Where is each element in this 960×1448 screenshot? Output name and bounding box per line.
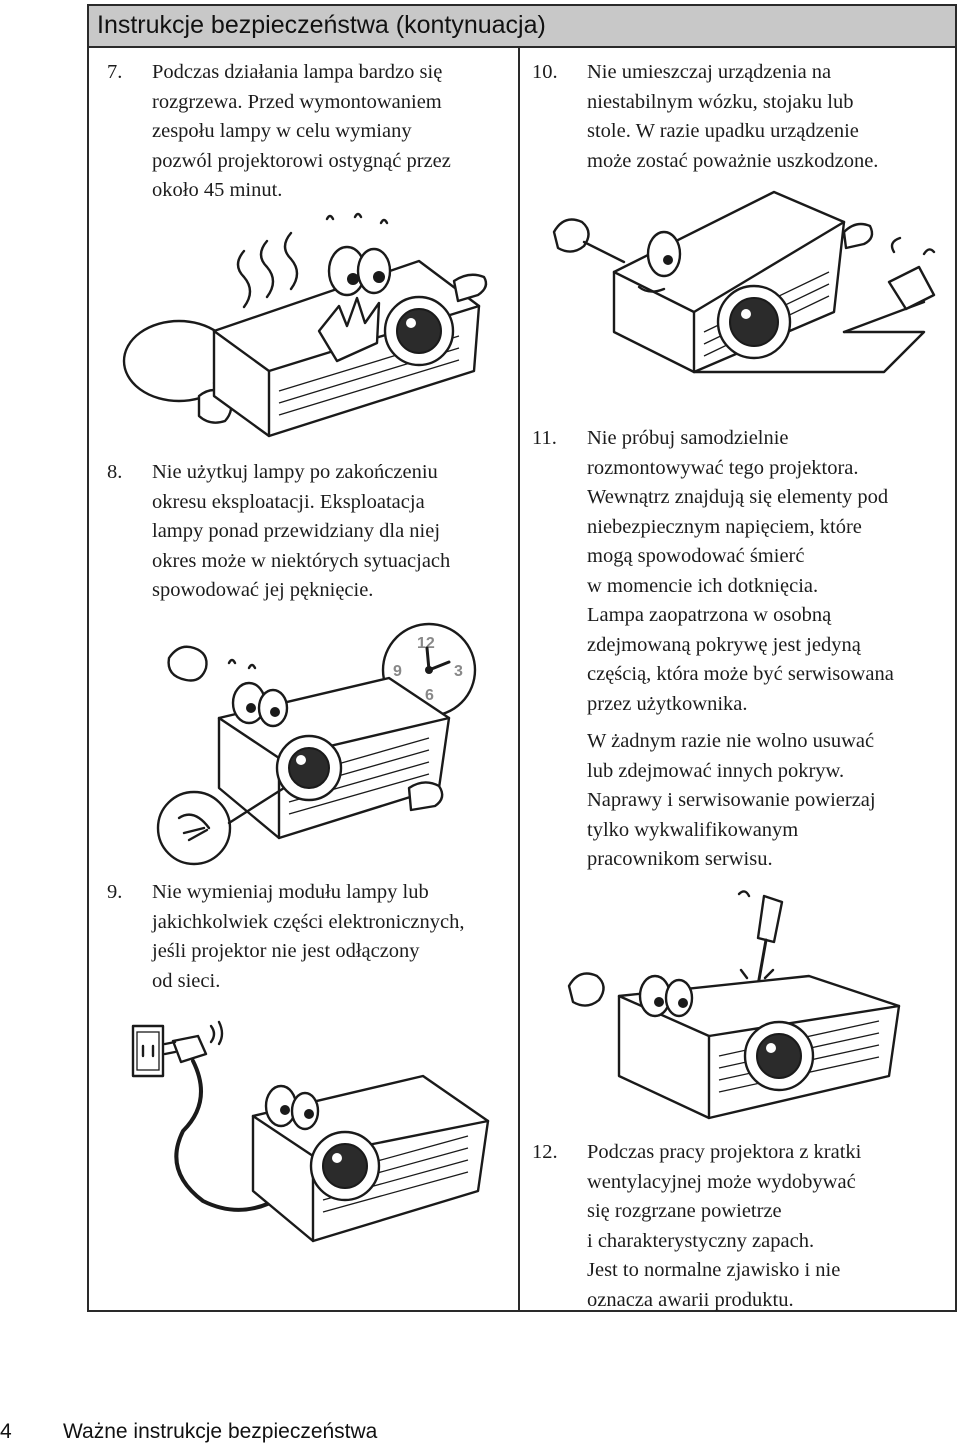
item-text-line: lampy ponad przewidziany dla niej (152, 520, 441, 542)
item-text-line: Jest to normalne zjawisko i nie (587, 1259, 841, 1281)
item-number: 7. (107, 61, 123, 83)
item-text-line: spowodować jej pęknięcie. (152, 579, 374, 601)
item-text-line: pracownikom serwisu. (587, 848, 773, 870)
item-text-line: Nie wymieniaj modułu lampy lub (152, 881, 429, 903)
content-frame: Instrukcje bezpieczeństwa (kontynuacja) … (87, 4, 957, 1312)
page-title: Instrukcje bezpieczeństwa (kontynuacja) (97, 11, 546, 39)
clock-number-3: 3 (454, 663, 463, 680)
item-text-line: zdejmowaną pokrywę jest jedyną (587, 633, 861, 656)
item-text-line: Podczas pracy projektora z kratki (587, 1141, 862, 1163)
item-text-line: mogą spowodować śmierć (587, 545, 805, 567)
item-text-line: jakichkolwiek części elektronicznych, (152, 910, 465, 933)
section-header: Instrukcje bezpieczeństwa (kontynuacja) (89, 6, 955, 48)
item-text-line: jeśli projektor nie jest odłączony (152, 940, 420, 962)
item-text-line: może zostać poważnie uszkodzone. (587, 149, 879, 172)
item-text-line: pozwól projektorowi ostygnąć przez (152, 149, 451, 172)
item-number: 8. (107, 461, 123, 483)
page-number: 4 (0, 1420, 12, 1443)
clock-number-6: 6 (425, 687, 434, 704)
item-text-line: i charakterystyczny zapach. (587, 1229, 815, 1252)
item-text-line: częścią, która może być serwisowana (587, 663, 894, 685)
item-number: 12. (532, 1141, 558, 1163)
item-text-line: od sieci. (152, 969, 221, 992)
item-text-line: wentylacyjnej może wydobywać (587, 1170, 856, 1193)
item-number: 9. (107, 881, 123, 903)
item-number: 11. (532, 427, 557, 449)
clock-number-12: 12 (417, 635, 435, 652)
item-text-line: rozgrzewa. Przed wymontowaniem (152, 90, 442, 113)
falling-projector-illustration (544, 182, 944, 386)
column-divider (518, 46, 520, 1310)
item-text-line: się rozgrzane powietrze (587, 1200, 782, 1222)
item-text-line: przez użytkownika. (587, 692, 748, 715)
item-text-line: w momencie ich dotknięcia. (587, 574, 819, 597)
hot-projector-illustration (119, 211, 499, 451)
item-text-line: okresu eksploatacji. Eksploatacja (152, 490, 425, 513)
clock-number-9: 9 (393, 663, 402, 680)
item-text-line: rozmontowywać tego projektora. (587, 456, 859, 479)
item-text-line: Podczas działania lampa bardzo się (152, 61, 443, 83)
lamp-lifetime-illustration: 12 3 6 9 (149, 618, 489, 880)
item-text-line: zespołu lampy w celu wymiany (152, 120, 412, 142)
item-text-line: około 45 minut. (152, 179, 283, 201)
item-text-line: W żadnym razie nie wolno usuwać (587, 730, 875, 752)
item-text-line: okres może w niektórych sytuacjach (152, 549, 451, 572)
item-text-line: Lampa zaopatrzona w osobną (587, 604, 832, 626)
item-text-line: Nie umieszczaj urządzenia na (587, 61, 832, 83)
item-text-line: stole. W razie upadku urządzenie (587, 120, 859, 142)
footer-section-title: Ważne instrukcje bezpieczeństwa (63, 1420, 378, 1443)
item-text-line: niestabilnym wózku, stojaku lub (587, 90, 854, 113)
item-text-line: lub zdejmować innych pokryw. (587, 759, 845, 782)
unplugged-projector-illustration (123, 1016, 503, 1302)
item-text-line: Naprawy i serwisowanie powierzaj (587, 789, 876, 811)
screwdriver-projector-illustration (559, 886, 939, 1122)
item-text-line: oznacza awarii produktu. (587, 1288, 794, 1311)
item-text-line: tylko wykwalifikowanym (587, 818, 799, 841)
item-text-line: Wewnątrz znajdują się elementy pod (587, 486, 889, 508)
item-text-line: Nie próbuj samodzielnie (587, 427, 789, 449)
item-text-line: niebezpiecznym napięciem, które (587, 515, 862, 538)
item-text-line: Nie użytkuj lampy po zakończeniu (152, 461, 438, 483)
item-number: 10. (532, 61, 558, 83)
